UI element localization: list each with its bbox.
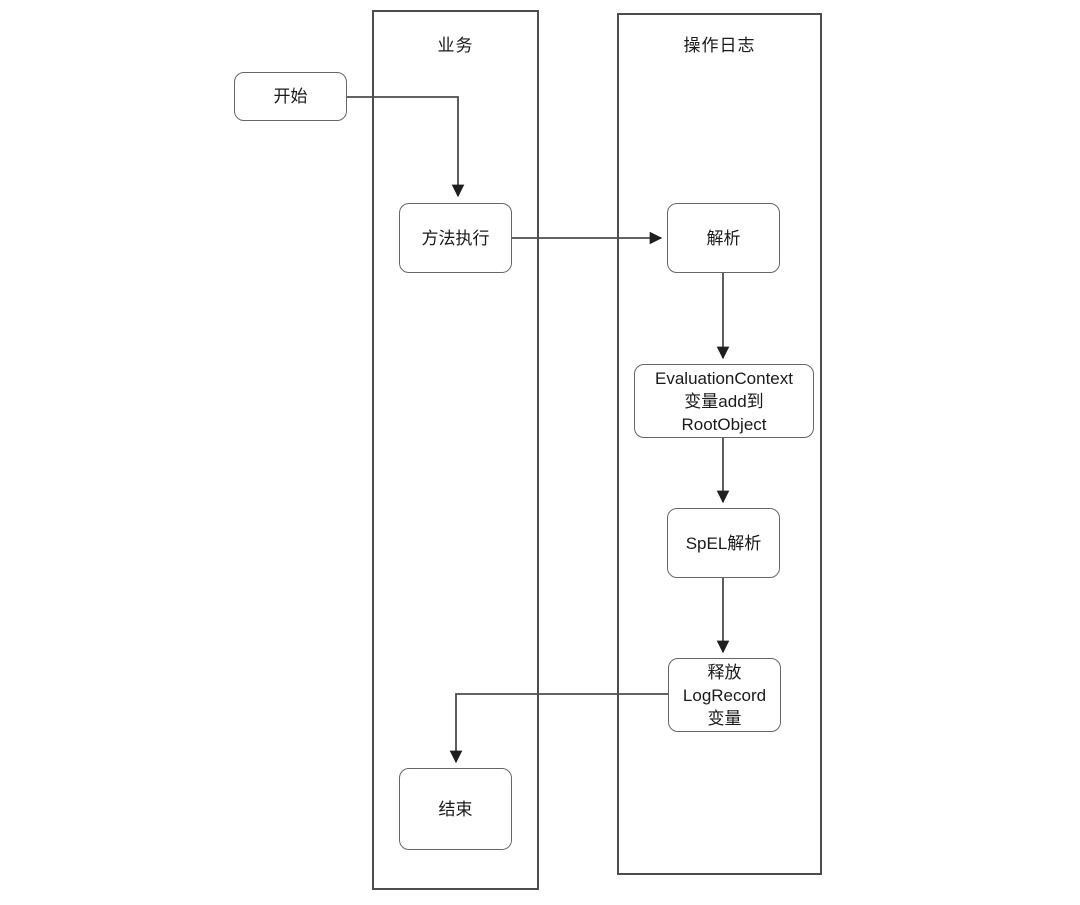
- swimlane-business: [372, 10, 539, 890]
- node-end[interactable]: 结束: [399, 768, 512, 850]
- node-method-execute[interactable]: 方法执行: [399, 203, 512, 273]
- node-start[interactable]: 开始: [234, 72, 347, 121]
- swimlane-oplog: [617, 13, 822, 875]
- swimlane-oplog-title: 操作日志: [683, 36, 756, 55]
- swimlane-business-title: 业务: [437, 36, 474, 55]
- node-spel-parse[interactable]: SpEL解析: [667, 508, 780, 578]
- node-evaluation-context[interactable]: EvaluationContext 变量add到 RootObject: [634, 364, 814, 438]
- node-release-logrecord[interactable]: 释放 LogRecord 变量: [668, 658, 781, 732]
- node-parse[interactable]: 解析: [667, 203, 780, 273]
